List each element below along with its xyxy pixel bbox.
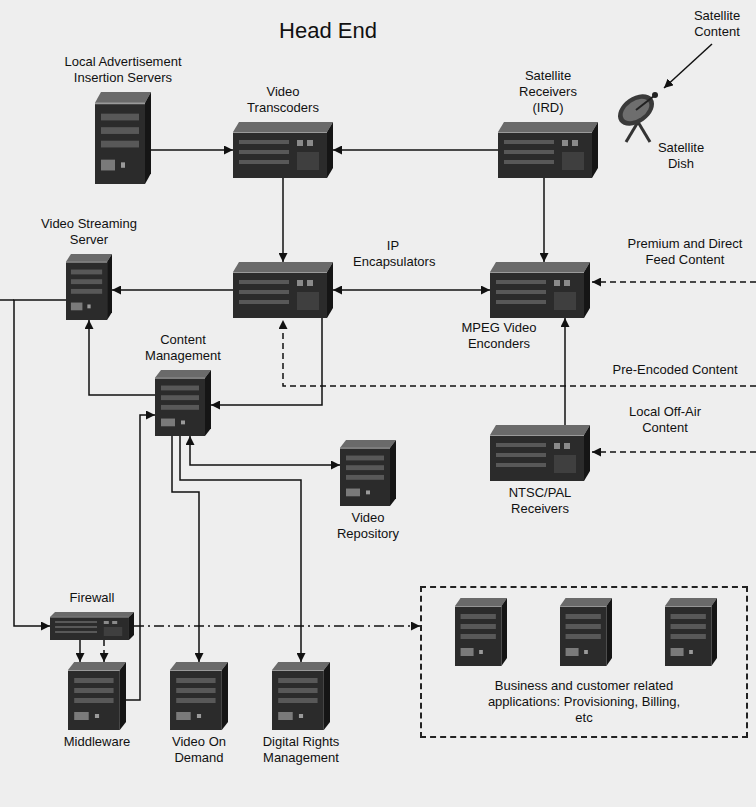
flow-connector	[14, 300, 66, 626]
flow-connector	[543, 178, 545, 262]
satellite-dish-icon	[612, 88, 660, 142]
server-icon	[560, 598, 612, 666]
server-node: Digital Rights Management	[272, 662, 330, 730]
node-label: Satellite Receivers (IRD)	[508, 68, 588, 116]
flow-connector	[151, 149, 233, 151]
feed-arrow	[592, 281, 756, 283]
feed-arrow	[664, 44, 712, 88]
flow-connector	[172, 436, 199, 662]
node-label: MPEG Video Enconders	[455, 320, 543, 352]
server-icon	[490, 425, 590, 481]
flow-connector	[180, 436, 301, 662]
diagram-title: Head End	[228, 18, 428, 44]
server-icon	[95, 92, 151, 184]
server-icon	[498, 122, 598, 178]
node-label: Local Advertisement Insertion Servers	[48, 54, 198, 86]
server-node: Content Management	[155, 370, 211, 436]
feed-label: Local Off-Air Content	[615, 404, 715, 436]
feed-label: Pre-Encoded Content	[600, 362, 750, 378]
node-label: NTSC/PAL Receivers	[490, 485, 590, 517]
server-node: Video Transcoders	[233, 122, 333, 178]
server-icon	[170, 662, 228, 730]
server-icon	[272, 662, 330, 730]
firewall-icon	[50, 612, 134, 640]
node-label: IP Encapsulators	[353, 238, 433, 270]
server-node: Video Streaming Server	[66, 254, 112, 320]
server-node: NTSC/PAL Receivers	[490, 425, 590, 481]
flow-connector	[333, 149, 498, 151]
node-label: Satellite Dish	[645, 140, 717, 172]
flow-connector	[112, 289, 233, 291]
server-node: Video Repository	[340, 440, 396, 506]
feed-label: Premium and Direct Feed Content	[620, 236, 750, 268]
node-label: Content Management	[137, 332, 229, 364]
server-icon	[233, 122, 333, 178]
dish-node: Satellite Dish	[612, 88, 670, 144]
server-icon	[490, 262, 590, 318]
flow-connector	[134, 625, 420, 627]
server-node: Video On Demand	[170, 662, 228, 730]
node-label: Video Streaming Server	[29, 216, 149, 248]
feed-arrow	[592, 451, 756, 453]
node-label: Video On Demand	[163, 734, 235, 766]
server-node: MPEG Video Enconders	[490, 262, 590, 318]
server-node: Local Advertisement Insertion Servers	[95, 92, 151, 184]
server-node: Satellite Receivers (IRD)	[498, 122, 598, 178]
application-band: Business and customer related applicatio…	[420, 586, 748, 738]
flow-connector	[564, 318, 566, 425]
node-label: Middleware	[52, 734, 142, 750]
server-icon	[155, 370, 211, 436]
flow-connector	[190, 436, 340, 465]
server-icon	[66, 254, 112, 320]
outbound-line	[0, 299, 14, 301]
server-icon	[455, 598, 507, 666]
flow-connector	[333, 289, 490, 291]
server-icon	[665, 598, 717, 666]
flow-connector	[126, 415, 155, 700]
flow-connector	[103, 640, 105, 662]
feed-arrow	[283, 320, 756, 386]
feed-label: Satellite Content	[682, 8, 752, 40]
node-label: Video Transcoders	[238, 84, 328, 116]
node-label: Business and customer related applicatio…	[479, 678, 689, 726]
node-label: Firewall	[52, 590, 132, 606]
node-label: Digital Rights Management	[251, 734, 351, 766]
server-node: Middleware	[68, 662, 126, 730]
firewall-node: Firewall	[50, 612, 134, 640]
server-icon	[340, 440, 396, 506]
flow-connector	[282, 178, 284, 262]
flow-connector	[211, 318, 322, 405]
flow-connector	[79, 640, 81, 662]
server-icon	[233, 262, 333, 318]
server-node: IP Encapsulators	[233, 262, 333, 318]
server-icon	[68, 662, 126, 730]
node-label: Video Repository	[326, 510, 410, 542]
